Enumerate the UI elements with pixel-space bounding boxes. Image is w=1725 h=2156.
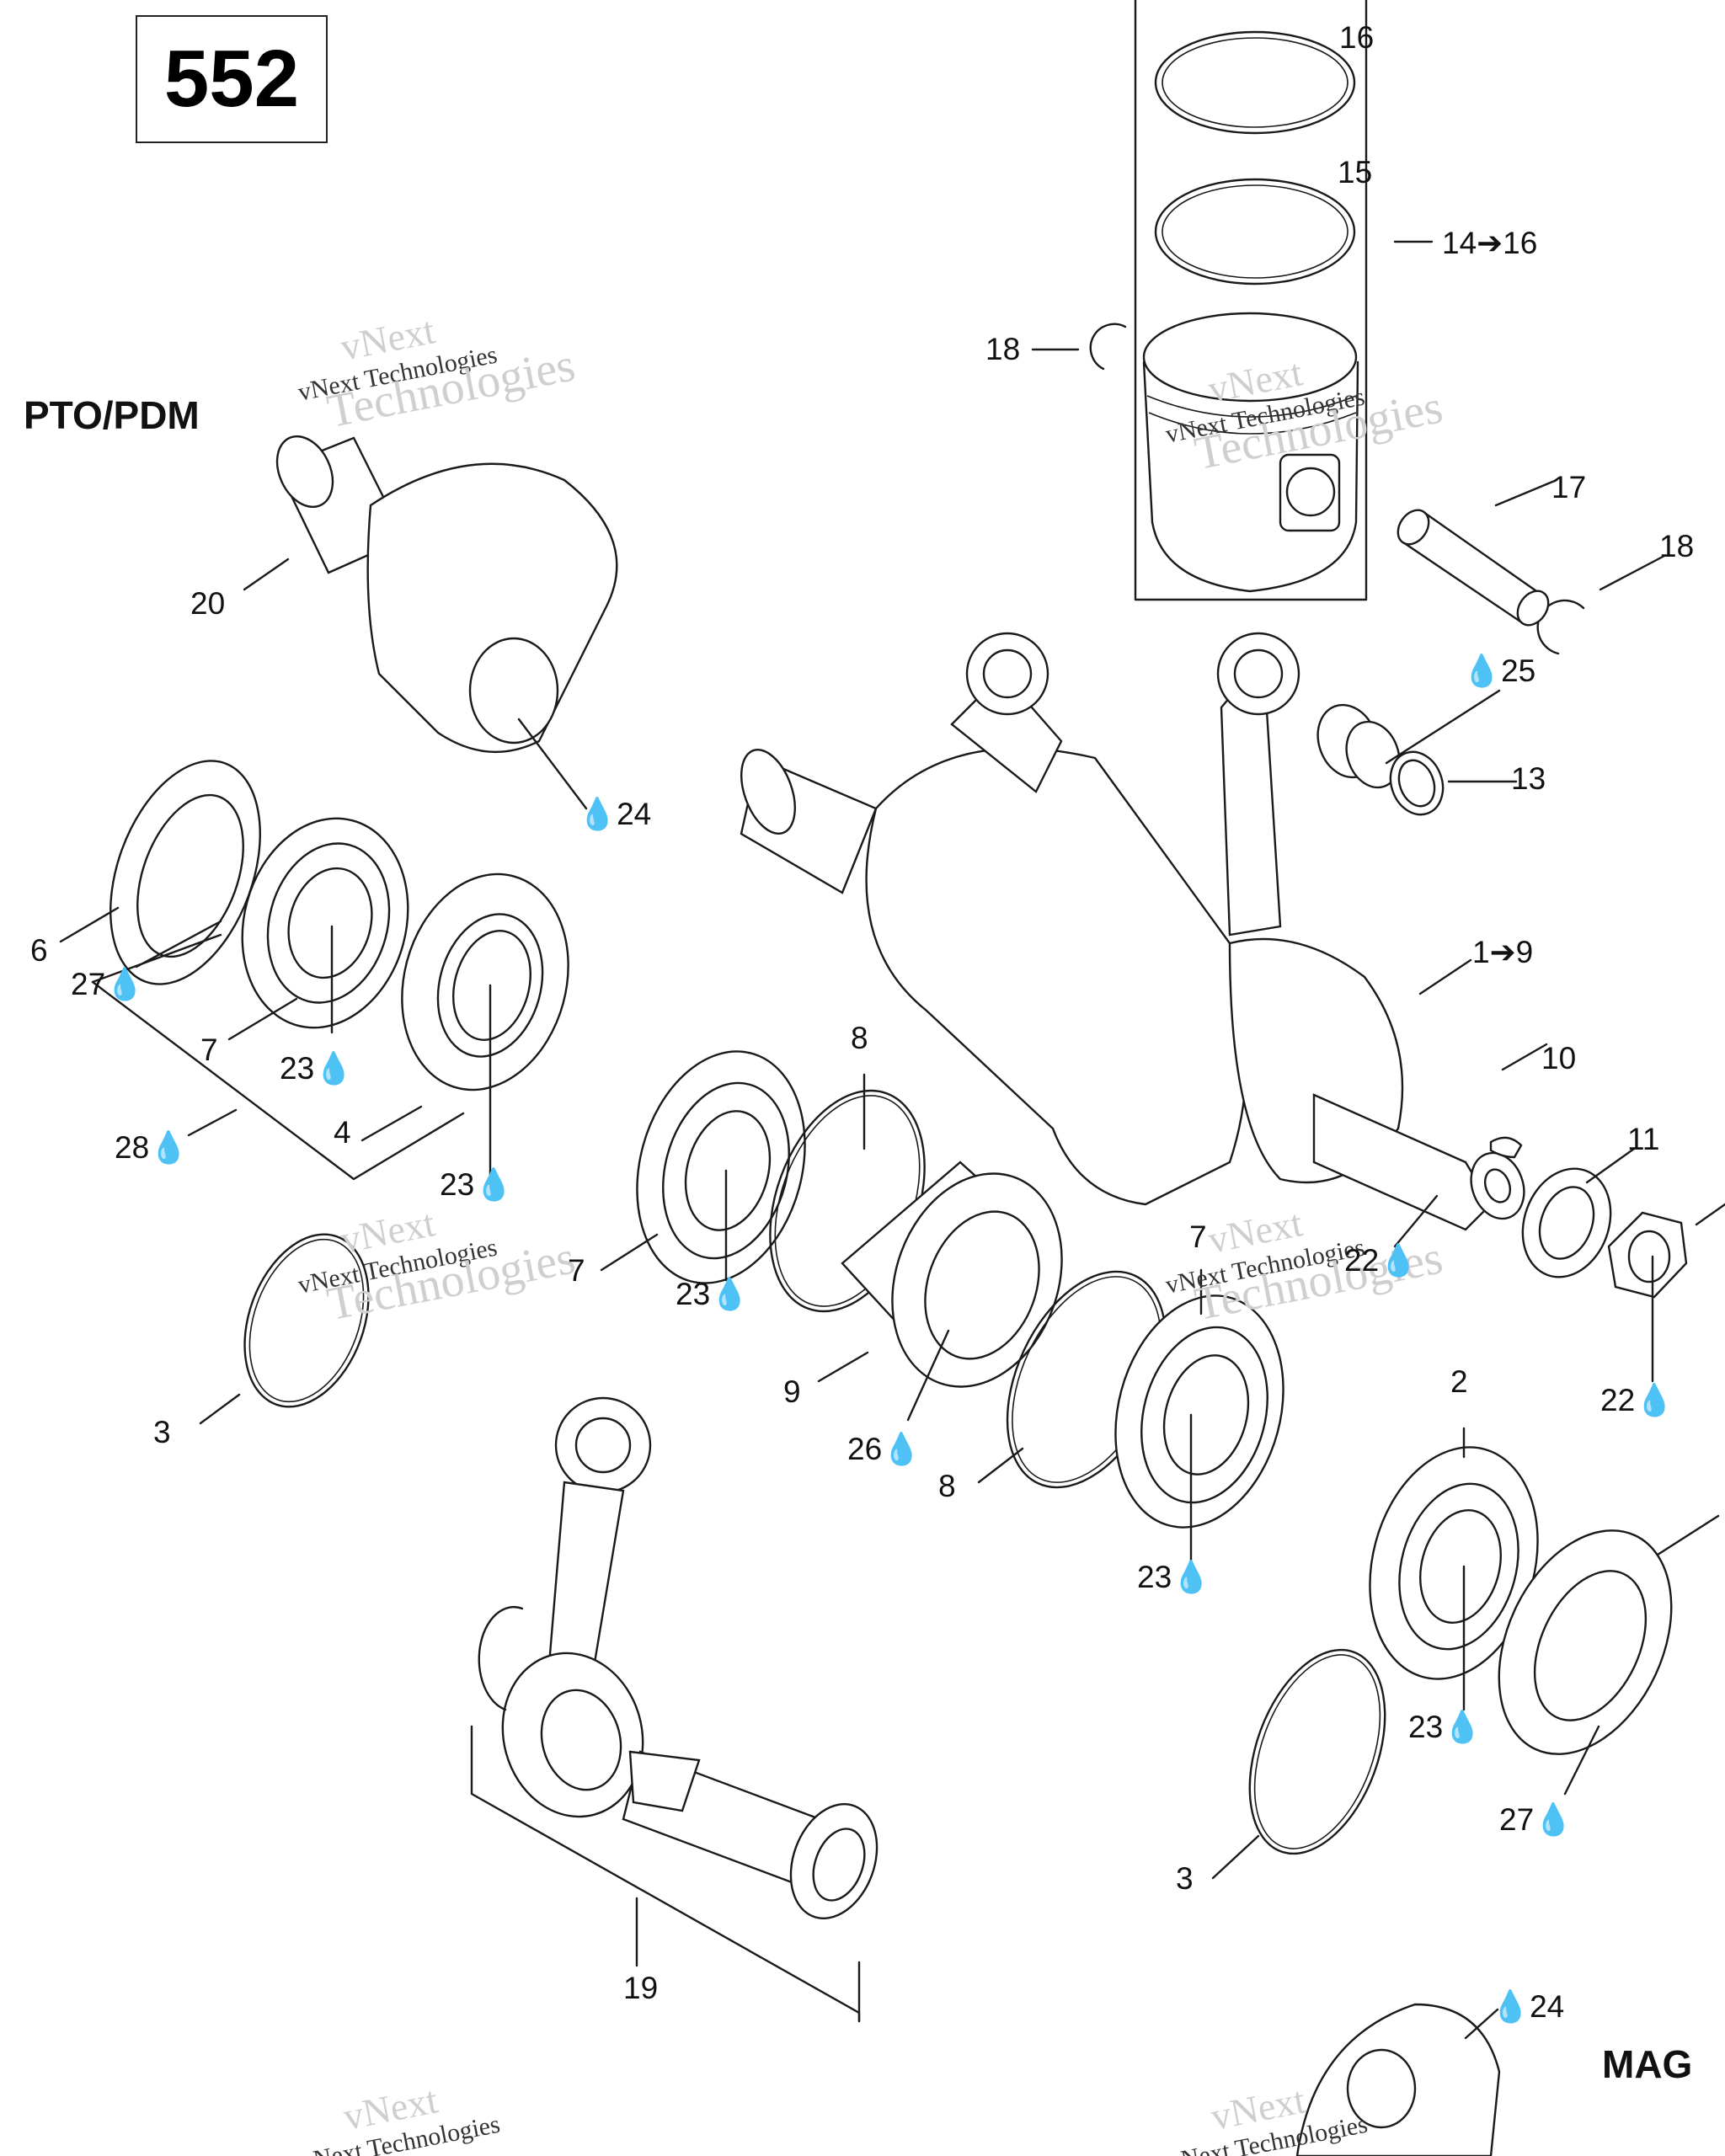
piston-ring-16 [1154,30,1356,135]
bearing-4 [401,873,569,1091]
bearing-7-right [1114,1294,1284,1529]
group-bracket-19 [470,1725,861,2023]
woodruff-key-10 [1489,1136,1523,1159]
callout-3: 3 [1176,1861,1194,1896]
connecting-rod-19 [478,1396,879,1919]
callout-14-16: 14➔16 [1442,226,1538,260]
callout-23: 23💧 [280,1051,354,1086]
leader-lines [59,240,1725,2040]
piston-kit-frame [1134,0,1368,601]
callout-9: 9 [783,1374,801,1409]
callout-19: 19 [623,1971,659,2005]
callout-17: 17 [1551,470,1587,504]
bearing-2 [1369,1446,1539,1680]
callout-22: 22💧 [1344,1243,1418,1278]
o-ring-3-left [243,1233,370,1408]
callout-4: 4 [334,1115,351,1150]
callout-11: 11 [1627,1122,1660,1156]
callout-27: 27💧 [1499,1802,1573,1837]
piston [1142,312,1359,593]
callout-2: 2 [1450,1364,1468,1399]
callout-7: 7 [1189,1219,1207,1254]
needle-bearing-25 [1316,703,1401,789]
crankshaft-assembly [740,632,1525,1231]
callout-8: 8 [851,1021,868,1055]
thrust-washer-13 [1389,750,1445,816]
callout-27: 27💧 [71,967,145,1001]
callout-18: 18 [985,332,1021,366]
oil-seal-6 [109,760,261,985]
hex-nut [1607,1211,1688,1299]
group-bracket-28 [91,933,465,1181]
callout-7: 7 [568,1253,585,1288]
callout-25: 💧25 [1462,654,1536,688]
mag-crankshaft-half [1295,2003,1501,2156]
diagram-number: 552 [136,15,328,143]
callout-15: 15 [1338,155,1373,189]
callout-23: 23💧 [1137,1560,1211,1594]
callout-8: 8 [938,1469,956,1503]
piston-ring-15 [1154,178,1356,286]
callout-20: 20 [190,586,226,621]
callout-10: 10 [1541,1041,1577,1075]
callout-23: 23💧 [440,1167,514,1202]
pto-crankshaft-half [275,435,618,754]
callout-23: 23💧 [1408,1710,1482,1744]
bearing-7-left [241,817,409,1029]
callout-18: 18 [1659,529,1695,563]
callout-22: 22💧 [1600,1383,1674,1417]
callout-3: 3 [153,1415,171,1449]
oil-seal-27-mag [1498,1529,1673,1755]
callout-13: 13 [1511,761,1546,796]
bearing-7-center [636,1050,806,1284]
bearing-sleeve-9 [841,1161,1063,1388]
circlip-18-upper [1089,323,1127,371]
callout-7: 7 [200,1033,218,1067]
callout-23: 23💧 [676,1277,750,1311]
callout-28: 28💧 [115,1130,189,1165]
piston-pin [1397,509,1550,627]
callout-24: 💧24 [578,797,652,831]
callout-24: 💧24 [1491,1989,1565,2024]
callout-16: 16 [1339,20,1375,55]
mag-side-label: MAG [1602,2042,1693,2086]
o-ring-3-right [1248,1648,1386,1855]
callout-1-9: 1➔9 [1472,935,1534,969]
callout-6: 6 [30,933,48,968]
callout-26: 26💧 [847,1432,921,1466]
pto-side-label: PTO/PDM [24,393,200,437]
lock-washer-11 [1521,1167,1612,1278]
